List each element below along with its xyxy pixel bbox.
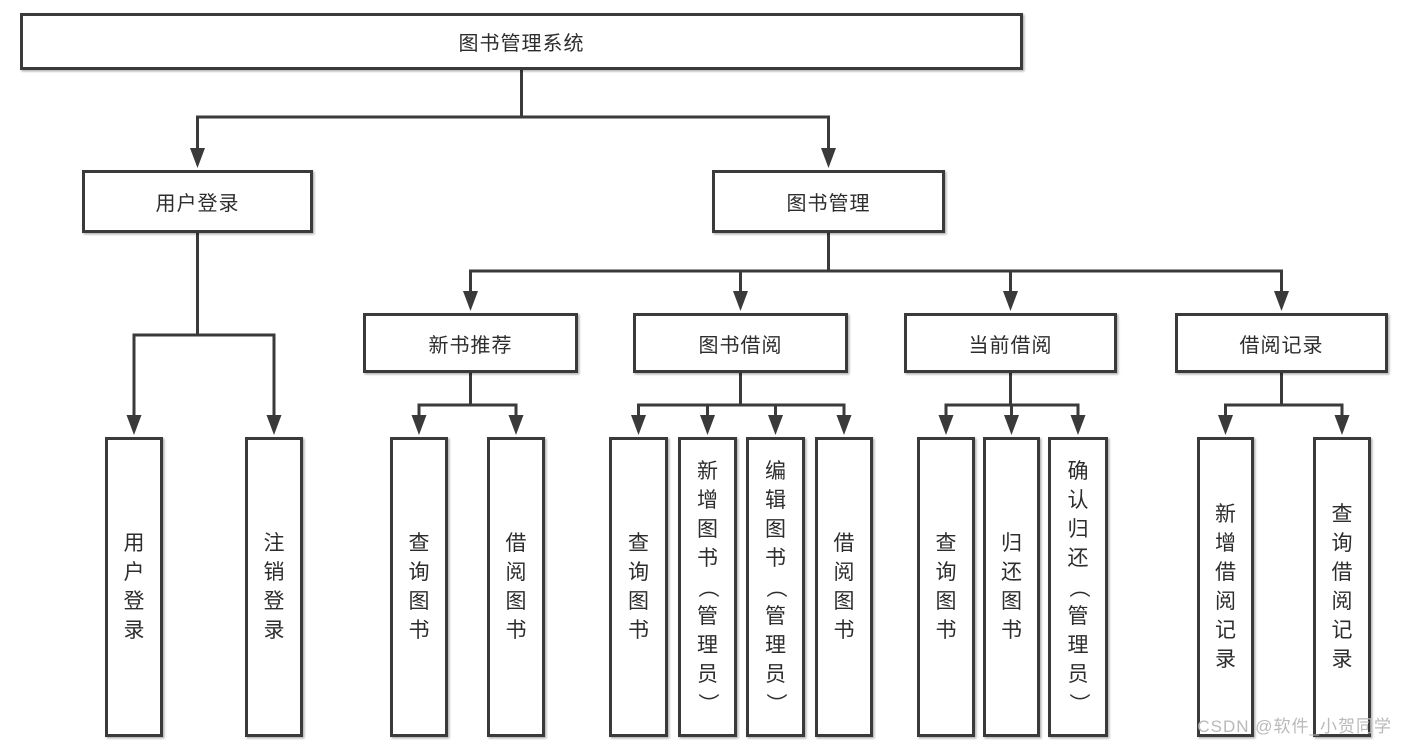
node-label: 图书借阅 [698,334,783,357]
node-leaf-edit-books-admin: 编辑图书（管理员） [746,437,805,737]
csdn-watermark: CSDN @软件_小贺同学 [1197,717,1392,736]
node-leaf-query-borrow-record: 查询借阅记录 [1313,437,1371,737]
node-label: 编辑图书（管理员） [764,459,787,714]
node-book-borrowing: 图书借阅 [633,313,848,373]
node-leaf-borrow-books: 借阅图书 [815,437,873,737]
node-user-login: 用户登录 [82,170,313,233]
node-leaf-logout: 注销登录 [245,437,303,737]
node-leaf-return-books: 归还图书 [983,437,1040,737]
node-label: 查询图书 [935,532,957,642]
node-leaf-user-login: 用户登录 [105,437,163,737]
node-label: 新增借阅记录 [1215,503,1236,671]
node-label: 借阅图书 [505,532,527,642]
node-label: 用户登录 [123,532,145,642]
node-leaf-query-books: 查询图书 [390,437,448,737]
node-label: 注销登录 [263,532,285,642]
node-leaf-query-books: 查询图书 [917,437,975,737]
node-label: 查询图书 [408,532,430,642]
node-label: 借阅记录 [1239,334,1324,357]
node-label: 图书管理 [786,193,871,215]
node-borrowing-records: 借阅记录 [1175,313,1388,373]
node-new-book-recommend: 新书推荐 [363,313,578,373]
node-label: 新书推荐 [428,334,513,357]
node-current-borrowing: 当前借阅 [904,313,1117,373]
node-label: 确认归还（管理员） [1066,459,1090,714]
node-label: 用户登录 [155,193,240,215]
node-label: 查询借阅记录 [1331,503,1353,671]
node-label: 归还图书 [1001,532,1022,642]
node-label: 查询图书 [628,532,649,642]
node-label: 图书管理系统 [458,33,585,55]
node-leaf-add-books-admin: 新增图书（管理员） [678,437,737,737]
node-leaf-query-books: 查询图书 [609,437,668,737]
node-label: 当前借阅 [968,334,1053,357]
node-leaf-confirm-return-admin: 确认归还（管理员） [1048,437,1108,737]
node-library-management-system: 图书管理系统 [20,13,1023,70]
node-book-management: 图书管理 [712,170,945,233]
node-leaf-add-borrow-record: 新增借阅记录 [1197,437,1254,737]
node-label: 新增图书（管理员） [696,459,719,714]
node-leaf-borrow-books: 借阅图书 [487,437,545,737]
node-label: 借阅图书 [833,532,855,642]
